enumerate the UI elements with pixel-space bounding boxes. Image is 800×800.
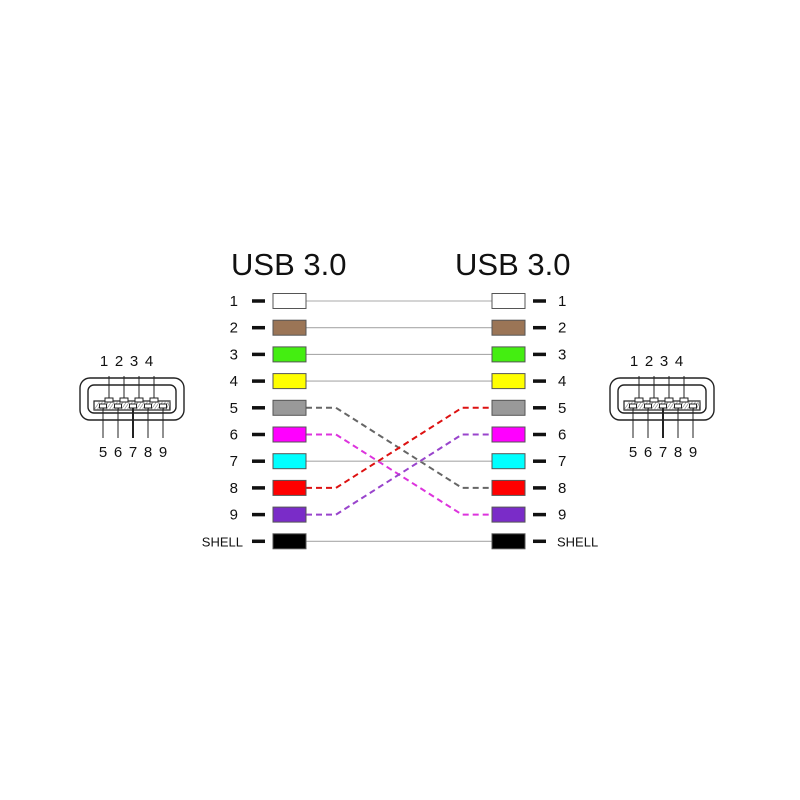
connector-hatch: [668, 400, 676, 411]
right-pin-label: 9: [558, 507, 566, 524]
right-pin-swatch: [491, 479, 526, 496]
left-title: USB 3.0: [231, 247, 346, 282]
connector-top-number: 3: [660, 353, 668, 370]
connector-hatch: [123, 400, 131, 411]
left-pin-swatch: [272, 319, 307, 336]
right-pin-swatch: [491, 293, 526, 309]
connector-bottom-contact: [629, 403, 637, 409]
connector-bottom-number: 8: [674, 444, 682, 461]
left-pin-swatch: [272, 506, 307, 523]
left-pin-swatch: [272, 533, 307, 550]
connector-hatch: [653, 400, 661, 411]
connector-hatch: [638, 400, 646, 411]
right-pin-swatch: [491, 426, 526, 443]
left-pin-label: 9: [230, 507, 238, 524]
right-pin-label: 7: [558, 453, 566, 470]
connector-bottom-number: 7: [129, 444, 137, 461]
wire-9-to-6: [306, 433, 492, 516]
connector-bottom-contact: [689, 403, 697, 409]
left-pin-label: SHELL: [202, 534, 243, 549]
connector-bottom-number: 9: [159, 444, 167, 461]
left-pin-label: 4: [230, 373, 238, 390]
left-pin-label: 6: [230, 427, 238, 444]
connector-bottom-number: 5: [99, 444, 107, 461]
connector-bottom-contact: [144, 403, 152, 409]
connector-bottom-contact: [159, 403, 167, 409]
right-pin-swatch: [491, 533, 526, 550]
left-pin-label: 1: [230, 293, 238, 310]
connector-hatch: [108, 400, 116, 411]
left-pin-label: 3: [230, 346, 238, 363]
connector-bottom-contact: [129, 403, 137, 409]
connector-hatch: [153, 400, 161, 411]
connector-bottom-contact: [674, 403, 682, 409]
right-pin-label: 4: [558, 373, 566, 390]
left-pin-swatch: [272, 373, 307, 390]
left-pin-swatch: [272, 453, 307, 470]
connector-top-number: 2: [645, 353, 653, 370]
right-pin-swatch: [491, 399, 526, 416]
connector-hatch: [683, 400, 691, 411]
right-pin-label: 3: [558, 346, 566, 363]
connector-bottom-contact: [114, 403, 122, 409]
connector-top-contact: [649, 397, 659, 403]
right-pin-label: 5: [558, 400, 566, 417]
right-title: USB 3.0: [455, 247, 570, 282]
left-pin-label: 7: [230, 453, 238, 470]
right-pin-swatch: [491, 506, 526, 523]
connector-hatch: [623, 400, 631, 411]
connector-bottom-number: 7: [659, 444, 667, 461]
connector-hatch: [168, 400, 171, 411]
connector-bottom-number: 9: [689, 444, 697, 461]
right-pin-swatch: [491, 373, 526, 390]
connector-bottom-number: 6: [114, 444, 122, 461]
connector-top-contact: [149, 397, 159, 403]
connector-bottom-number: 6: [644, 444, 652, 461]
wires: [306, 300, 492, 542]
left-pin-swatch: [272, 426, 307, 443]
connector-top-number: 2: [115, 353, 123, 370]
left-pin-swatch: [272, 479, 307, 496]
connector-bottom-number: 8: [144, 444, 152, 461]
right-pin-label: 1: [558, 293, 566, 310]
connector-hatch: [698, 400, 701, 411]
right-pin-label: SHELL: [557, 534, 598, 549]
left-pin-label: 5: [230, 400, 238, 417]
left-pin-swatch: [272, 399, 307, 416]
connector-top-number: 1: [630, 353, 638, 370]
connector-bottom-contact: [99, 403, 107, 409]
right-pin-label: 8: [558, 480, 566, 497]
right-pin-swatch: [491, 319, 526, 336]
left-pin-label: 2: [230, 320, 238, 337]
connector-bottom-number: 5: [629, 444, 637, 461]
right-pin-label: 2: [558, 320, 566, 337]
connector-top-number: 4: [145, 353, 153, 370]
connector-hatch: [138, 400, 146, 411]
connector-top-contact: [664, 397, 674, 403]
left-pin-swatch: [272, 293, 307, 309]
connector-top-contact: [134, 397, 144, 403]
connector-top-contact: [679, 397, 689, 403]
right-pin-swatch: [491, 346, 526, 363]
connector-bottom-contact: [644, 403, 652, 409]
right-pin-label: 6: [558, 427, 566, 444]
connector-top-number: 3: [130, 353, 138, 370]
left-pin-swatch: [272, 346, 307, 363]
left-pin-label: 8: [230, 480, 238, 497]
connector-top-contact: [104, 397, 114, 403]
wire-8-to-5: [306, 406, 492, 489]
connector-top-number: 1: [100, 353, 108, 370]
connector-top-contact: [634, 397, 644, 403]
right-pin-swatch: [491, 453, 526, 470]
connector-top-number: 4: [675, 353, 683, 370]
connector-top-contact: [119, 397, 129, 403]
connector-hatch: [93, 400, 101, 411]
connector-bottom-contact: [659, 403, 667, 409]
